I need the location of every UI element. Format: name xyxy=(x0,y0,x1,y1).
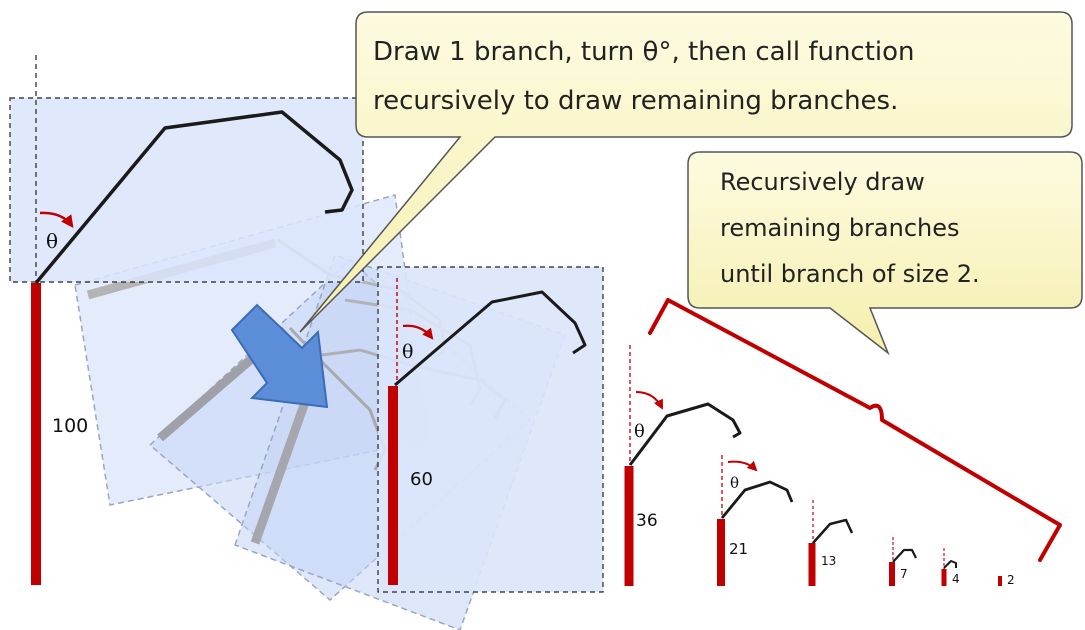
branch-panel xyxy=(377,266,604,593)
branch-13-group: 13 xyxy=(808,500,854,586)
callout-text-line: Recursively draw xyxy=(720,168,925,196)
callout-shape xyxy=(299,11,1073,333)
turn-arrow xyxy=(635,391,663,410)
length-label: 100 xyxy=(52,415,88,437)
turn-arrow xyxy=(402,324,434,340)
branch-60-group: θ 60 xyxy=(377,266,604,593)
length-label: 7 xyxy=(900,567,908,581)
theta-label: θ xyxy=(730,474,739,492)
length-label: 13 xyxy=(821,554,836,568)
branch-2-group: 2 xyxy=(998,573,1015,587)
branch-curve xyxy=(720,480,794,519)
branch-curve xyxy=(892,548,917,563)
arrow-icon xyxy=(230,303,329,409)
branch-curve xyxy=(943,560,957,569)
branch-curve xyxy=(628,402,742,466)
branch-36-group: θ 36 xyxy=(624,345,742,586)
branch-curve xyxy=(34,110,354,285)
branch-100-group: θ 100 xyxy=(9,55,364,585)
branch-7-group: 7 xyxy=(889,537,917,586)
main-callout: Draw 1 branch, turn θ°, then call functi… xyxy=(299,11,1073,333)
length-label: 4 xyxy=(952,572,960,586)
theta-label: θ xyxy=(46,229,58,253)
secondary-callout: Recursively draw remaining branches unti… xyxy=(687,151,1083,356)
curly-brace xyxy=(648,298,1062,562)
turn-arrow xyxy=(727,460,758,472)
branch-21-group: θ 21 xyxy=(717,455,794,586)
length-label: 2 xyxy=(1007,573,1015,587)
theta-label: θ xyxy=(402,341,413,363)
branch-curve xyxy=(394,290,587,387)
callout-text-line: until branch of size 2. xyxy=(720,260,980,288)
callout-text-line: remaining branches xyxy=(720,214,960,242)
branch-curve xyxy=(812,518,854,544)
length-label: 36 xyxy=(636,511,658,531)
turn-arrow xyxy=(39,211,74,229)
callout-shape xyxy=(687,151,1083,356)
branch-4-group: 4 xyxy=(941,548,960,586)
callout-text-line: recursively to draw remaining branches. xyxy=(373,86,898,116)
length-label: 60 xyxy=(410,469,433,490)
length-label: 21 xyxy=(729,540,748,558)
theta-label: θ xyxy=(634,421,645,442)
callout-text-line: Draw 1 branch, turn θ°, then call functi… xyxy=(373,37,915,67)
